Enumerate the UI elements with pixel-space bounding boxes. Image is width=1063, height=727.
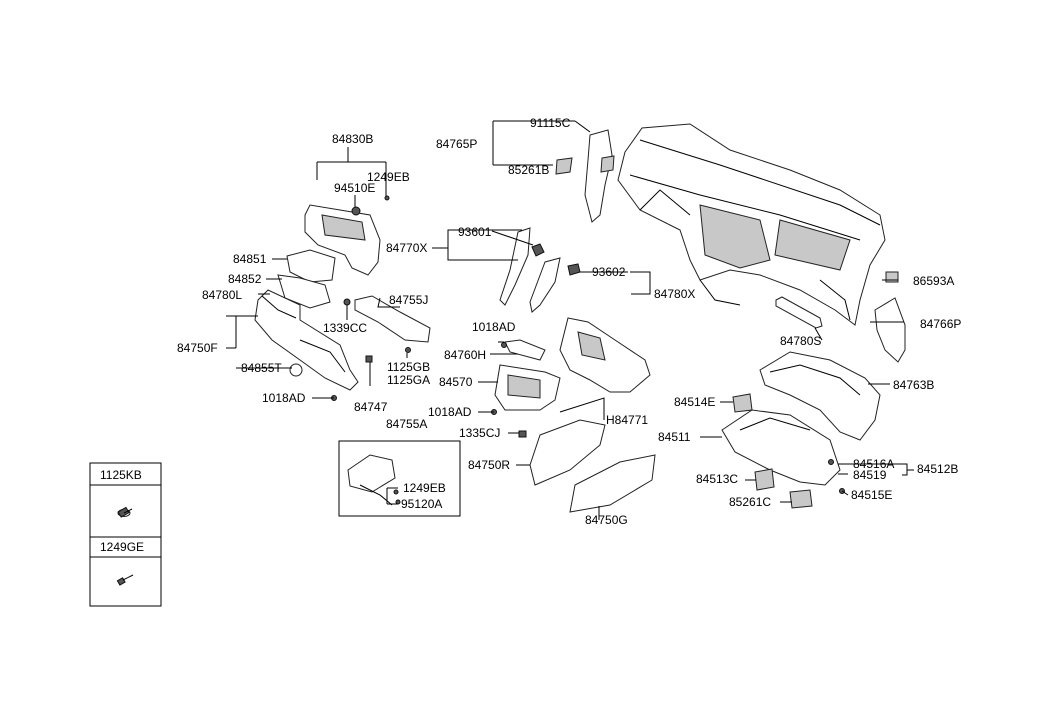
part-label: 1018AD bbox=[428, 405, 472, 419]
part-label: 94510E bbox=[334, 181, 375, 195]
screw-icon bbox=[116, 574, 134, 586]
passenger-airbag-module bbox=[347, 454, 396, 493]
clip-1335cj bbox=[518, 430, 527, 438]
side-end-cover bbox=[874, 297, 906, 363]
pad-84513c bbox=[754, 468, 775, 491]
part-label: 86593A bbox=[913, 274, 954, 288]
part-label: 84780S bbox=[780, 334, 821, 348]
part-label: 93602 bbox=[592, 265, 626, 279]
part-label: 84512B bbox=[917, 462, 958, 476]
part-label: 84851 bbox=[233, 252, 267, 266]
clip-93601 bbox=[531, 243, 545, 257]
part-label: H84771 bbox=[606, 413, 648, 427]
part-label: 84780X bbox=[654, 287, 695, 301]
latch-84516a bbox=[828, 459, 834, 465]
part-label: 84855T bbox=[241, 361, 282, 375]
part-label: 84515E bbox=[851, 488, 892, 502]
part-label: 84780L bbox=[202, 288, 242, 302]
side-trim-left bbox=[499, 227, 531, 306]
screw-1249eb-top bbox=[384, 195, 390, 201]
part-label: 1125GB bbox=[387, 360, 430, 374]
lower-center-panel-side bbox=[569, 454, 656, 513]
part-label: 1249EB bbox=[367, 170, 410, 184]
part-label: 1018AD bbox=[262, 391, 306, 405]
air-vent-86593a bbox=[885, 271, 899, 283]
part-label: 84755A bbox=[386, 417, 427, 431]
part-label: 84516A bbox=[853, 457, 894, 471]
part-label: 84765P bbox=[436, 137, 477, 151]
part-label: 84770X bbox=[386, 241, 427, 255]
part-label: 84514E bbox=[674, 395, 715, 409]
knee-bolster-bracket bbox=[354, 295, 431, 343]
cluster-fascia-panel bbox=[304, 204, 381, 276]
center-upper-bezel bbox=[584, 129, 613, 223]
part-label: 1249EB bbox=[403, 481, 446, 495]
screw-1018ad-upper bbox=[501, 342, 507, 348]
part-label: 84852 bbox=[228, 272, 262, 286]
label-sticker-85261b bbox=[555, 157, 573, 175]
part-label: 84747 bbox=[354, 400, 388, 414]
clip-93602 bbox=[567, 263, 581, 276]
part-label: 1125GA bbox=[387, 373, 430, 387]
legend-code: 1249GE bbox=[100, 540, 144, 554]
part-label: 84830B bbox=[332, 132, 373, 146]
glove-box-housing bbox=[759, 351, 881, 441]
pad-85261c bbox=[789, 489, 813, 509]
center-fascia-assembly bbox=[494, 317, 651, 411]
part-label: 1018AD bbox=[472, 320, 516, 334]
part-label: 85261C bbox=[729, 495, 771, 509]
part-label: 84570 bbox=[439, 375, 473, 389]
steering-shroud-upper bbox=[286, 249, 336, 283]
part-label: 84750R bbox=[468, 458, 510, 472]
part-label: 95120A bbox=[401, 497, 442, 511]
part-label: 84750G bbox=[585, 513, 628, 527]
part-label: 93601 bbox=[458, 225, 492, 239]
airbag-detail-box bbox=[338, 440, 461, 517]
glove-box-door bbox=[721, 409, 841, 486]
bolt-with-washer-icon bbox=[117, 506, 133, 518]
part-label: 84766P bbox=[920, 317, 961, 331]
part-label: 84763B bbox=[893, 378, 934, 392]
legend-code: 1125KB bbox=[100, 468, 142, 482]
part-label: 1335CJ bbox=[459, 426, 500, 440]
part-label: 84760H bbox=[444, 348, 486, 362]
part-label: 91115C bbox=[530, 116, 571, 130]
right-pillar-trim bbox=[775, 296, 823, 329]
leader-lines bbox=[226, 120, 914, 520]
part-label: 84755J bbox=[389, 293, 428, 307]
clip-1339cc bbox=[343, 298, 351, 306]
fastener-legend: 1125KB 1249GE bbox=[89, 462, 162, 607]
pad-84514e bbox=[732, 393, 753, 413]
part-label: 84513C bbox=[696, 472, 738, 486]
lower-crash-pad-left bbox=[254, 289, 359, 391]
part-label: 85261B bbox=[508, 163, 549, 177]
screw-1125gb bbox=[405, 347, 411, 353]
part-label: 84519 bbox=[853, 468, 887, 482]
crash-pad-main-panel bbox=[617, 123, 886, 326]
part-label: 84750F bbox=[177, 341, 218, 355]
part-drawings bbox=[254, 123, 906, 517]
part-label: 84511 bbox=[658, 430, 691, 444]
legend-frame bbox=[89, 462, 162, 607]
side-trim-right bbox=[529, 257, 561, 313]
lower-center-panel-right bbox=[529, 419, 606, 486]
part-labels: 84830B 1249EB 94510E 84851 84852 84780L … bbox=[177, 116, 961, 527]
label-sticker-91115c bbox=[600, 155, 615, 173]
part-label: 1339CC bbox=[323, 321, 367, 335]
bracket-84747 bbox=[365, 355, 373, 363]
